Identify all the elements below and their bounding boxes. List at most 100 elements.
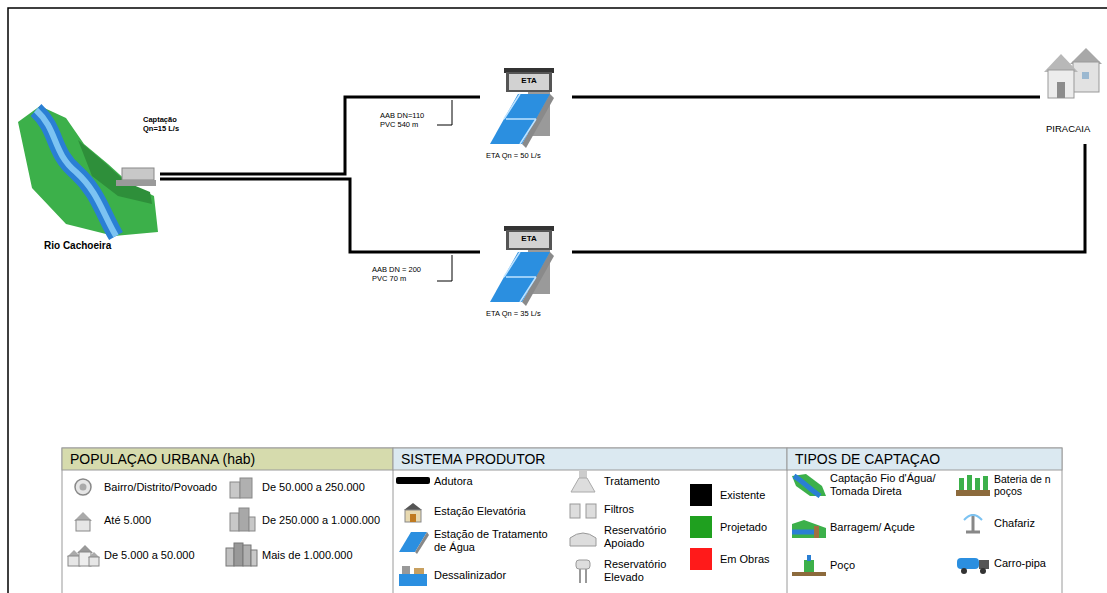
drawing-part [975, 478, 980, 490]
drawing-part [504, 94, 536, 144]
node-label: PIRACAIA [1046, 124, 1090, 135]
source-river: Rio Cachoeira [18, 100, 160, 260]
legend-icon [66, 474, 100, 500]
drawing-part [957, 558, 979, 569]
legend-entry: Dessalinizador [396, 562, 564, 588]
legend-text: Estação de Tratamento de Água [434, 528, 560, 553]
legend-entry: Carro-pipa [956, 550, 1058, 576]
legend-icon [66, 542, 100, 568]
drawing-part [579, 470, 587, 478]
legend-swatch [690, 484, 712, 506]
drawing-part [509, 232, 549, 248]
legend-entry: Tratamento [566, 468, 686, 494]
legend-text: Dessalinizador [434, 569, 564, 582]
drawing-part [1044, 54, 1078, 72]
legend-entry: Bateria de n poços [956, 472, 1058, 498]
drawing-part [410, 514, 416, 522]
legend-icon [396, 562, 430, 588]
legend-icon [224, 542, 258, 568]
city-houses-icon [1044, 48, 1102, 98]
legend-entry: Projetado [690, 516, 786, 538]
drawing-part [792, 474, 826, 496]
drawing-part [1082, 72, 1089, 79]
legend-text: Reservatório Elevado [604, 558, 686, 583]
legend-swatch [690, 548, 712, 570]
drawing-part [240, 478, 252, 498]
legend-entry: Reservatório Apoiado [566, 524, 686, 550]
drawing-part [89, 557, 99, 566]
legend-text: Projetado [720, 521, 786, 534]
leader-line [437, 255, 452, 281]
drawing-part [243, 545, 251, 566]
drawing-part [62, 448, 1062, 593]
drawing-part [964, 515, 982, 520]
drawing-part [794, 476, 820, 496]
legend-text: Adutora [434, 475, 556, 488]
drawing-part [792, 572, 826, 576]
legend-table [62, 448, 1062, 593]
drawing-part [249, 517, 255, 531]
legend-text: Tratamento [604, 475, 686, 488]
legend-icon [956, 550, 990, 576]
drawing-part [1057, 82, 1065, 98]
legend-entry: De 5.000 a 50.000 [66, 542, 234, 568]
water-main [160, 97, 480, 174]
legend-entry: Barragem/ Açude [792, 514, 946, 540]
legend-text: Captação Fio d'Água/ Tomada Direta [830, 472, 946, 497]
drawing-part [36, 110, 116, 236]
water-main [572, 96, 1040, 99]
drawing-part [979, 560, 989, 569]
legend-entry: Estação de Tratamento de Água [396, 528, 560, 554]
drawing-part [405, 510, 421, 522]
legend-icon [224, 474, 258, 500]
pipeline-label: AAB DN=110 PVC 540 m [380, 112, 436, 129]
legend-icon [224, 507, 258, 533]
intake-label: Captação Qn=15 L/s [143, 116, 189, 133]
drawing-part [402, 566, 410, 574]
legend-text: Bairro/Distrito/Povoado [104, 481, 234, 494]
drawing-part [814, 526, 819, 538]
legend-entry: Mais de 1.000.000 [224, 542, 390, 568]
drawing-part [961, 568, 967, 574]
legend-icon [566, 524, 600, 550]
legend-entry: De 50.000 a 250.000 [224, 474, 390, 500]
drawing-part [509, 74, 549, 90]
drawing-part [226, 548, 234, 566]
river-illustration [18, 106, 158, 236]
legend-icon [566, 468, 600, 494]
legend-text: De 250.000 a 1.000.000 [262, 514, 390, 527]
drawing-part [792, 520, 826, 538]
drawing-part [234, 543, 243, 566]
drawing-part [570, 533, 596, 546]
node-text: ETA Qn = 35 L/s [486, 310, 570, 319]
legend-entry: Reservatório Elevado [566, 558, 686, 584]
legend-text: Filtros [604, 503, 686, 516]
legend-entry: De 250.000 a 1.000.000 [224, 507, 390, 533]
legend-icon [792, 514, 826, 540]
treatment-plant: ETAETA Qn = 50 L/s [480, 66, 572, 178]
legend-icon [396, 468, 430, 494]
legend-text: Até 5.000 [104, 514, 234, 527]
legend-entry: Em Obras [690, 548, 786, 570]
drawing-part [122, 168, 154, 180]
drawing-part [415, 532, 429, 554]
drawing-part [1048, 70, 1074, 98]
drawing-part [506, 72, 552, 92]
legend-entry: Até 5.000 [66, 507, 234, 533]
drawing-part [393, 448, 787, 470]
legend-icon [792, 472, 826, 498]
legend-entry: Poço [792, 552, 946, 578]
drawing-part [490, 94, 550, 144]
legend-text: Estação Elevatória [434, 505, 564, 518]
drawing-part [414, 568, 424, 574]
legend-icon [956, 510, 990, 536]
legend-icon [956, 472, 990, 498]
water-main [160, 179, 480, 252]
drawing-part [506, 230, 552, 250]
water-main [572, 144, 1085, 252]
drawing-part [959, 478, 964, 490]
legend-entry: Estação Elevatória [396, 498, 564, 524]
drawing-part [18, 106, 158, 236]
